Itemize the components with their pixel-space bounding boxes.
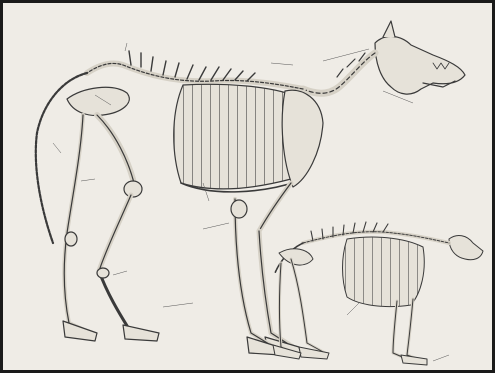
anatomy-plate bbox=[3, 3, 492, 370]
large-hind-femur bbox=[97, 115, 135, 187]
small-skull bbox=[449, 236, 483, 260]
dog-skeleton-drawing bbox=[3, 3, 492, 370]
large-pelvis bbox=[67, 87, 129, 115]
large-scapula bbox=[282, 90, 323, 187]
large-skull bbox=[375, 36, 465, 94]
small-dog-skeleton bbox=[273, 222, 483, 365]
